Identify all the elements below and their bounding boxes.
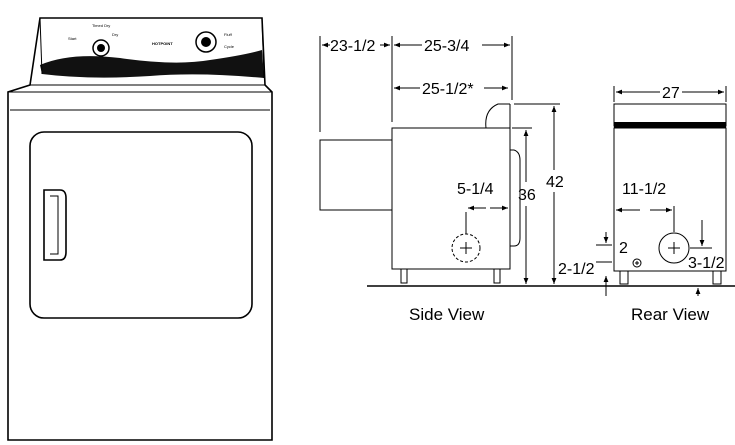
dryer-door <box>29 131 253 319</box>
dim-side-door-depth: 23-1/2 <box>330 38 375 55</box>
side-view-dimensions: 23-1/2 25-3/4 25-1/2* 5-1/4 36 42 <box>319 36 564 284</box>
door-handle <box>43 189 67 261</box>
dim-rear-vent-height: 3-1/2 <box>688 255 725 272</box>
dryer-cabinet <box>7 17 273 441</box>
panel-label-start: Start <box>68 36 77 41</box>
dim-rear-width: 27 <box>662 85 680 102</box>
open-door-outline <box>319 139 393 211</box>
dim-side-height-total: 42 <box>546 174 564 191</box>
panel-label-fluff: Fluff <box>224 32 233 37</box>
dim-side-height-cabinet: 36 <box>518 187 536 204</box>
side-view-drawing <box>319 103 521 284</box>
brand-logo: HOTPOINT <box>152 41 173 46</box>
side-view-caption: Side View <box>409 305 485 324</box>
rear-vent-icon <box>658 232 690 264</box>
dim-side-depth-star: 25-1/2* <box>422 81 474 98</box>
rear-cabinet <box>613 127 727 272</box>
rear-connector-icon <box>632 258 642 268</box>
dim-rear-floor: 2-1/2 <box>558 261 595 278</box>
dim-rear-vent-side: 11-1/2 <box>622 181 666 198</box>
rear-view-caption: Rear View <box>631 305 710 324</box>
panel-label-cycle: Cycle <box>224 44 235 49</box>
rear-view-dimensions: 27 11-1/2 2 2-1/2 3-1/2 <box>558 85 727 296</box>
side-cabinet <box>391 127 511 270</box>
dryer-front-illustration: Timed Dry HOTPOINT Start Dry Fluff Cycle <box>7 17 273 441</box>
dryer-console <box>40 50 264 78</box>
panel-label-dry: Dry <box>112 32 118 37</box>
panel-text: Timed Dry <box>92 23 110 28</box>
dim-rear-small: 2 <box>619 240 628 257</box>
dim-side-depth: 25-3/4 <box>424 38 469 55</box>
rear-view-drawing <box>613 103 727 285</box>
dim-side-vent-offset: 5-1/4 <box>457 181 494 198</box>
